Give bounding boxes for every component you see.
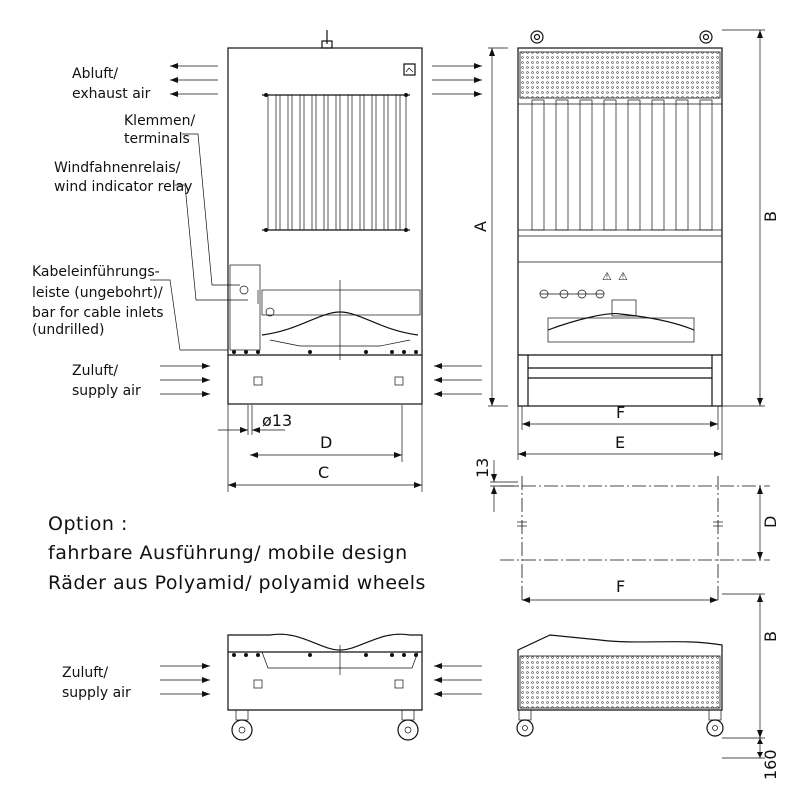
mobile-supply-arrows-right xyxy=(434,663,482,697)
option-title: Option : xyxy=(48,513,128,535)
front-filter-bank xyxy=(262,93,410,232)
dim-B-side: B xyxy=(761,211,780,222)
option-line-2: Räder aus Polyamid/ polyamid wheels xyxy=(48,572,426,594)
label-cable-2: leiste (ungebohrt)/ xyxy=(32,285,163,301)
label-supply-de: Zuluft/ xyxy=(72,363,118,379)
side-wheel-right xyxy=(706,709,724,737)
dim-D-plan: D xyxy=(761,516,780,528)
side-eyebolt-right xyxy=(699,30,713,44)
front-wheel-left xyxy=(231,709,253,741)
front-cable-bar xyxy=(261,289,421,316)
front-fan xyxy=(261,311,419,336)
front-eyebolt xyxy=(321,40,333,49)
dim-160: 160 xyxy=(761,749,780,780)
label-terminals-de: Klemmen/ xyxy=(124,113,195,129)
label-supply2-en: supply air xyxy=(62,685,131,701)
dim-13: 13 xyxy=(473,458,492,478)
front-foot-marker-right xyxy=(394,376,404,386)
warning-sign-2: ⚠ xyxy=(618,270,628,283)
dim-F-side: F xyxy=(616,403,625,422)
footprint-plan xyxy=(490,460,770,603)
supply-arrows-left xyxy=(160,363,210,397)
label-supply2-de: Zuluft/ xyxy=(62,665,108,681)
side-eyebolt-left xyxy=(530,30,544,44)
mobile-front-view xyxy=(160,633,482,741)
mobile-side-base xyxy=(517,634,723,711)
side-fan-frame xyxy=(547,317,695,343)
mobile-side-view xyxy=(516,593,765,759)
leader-terminals xyxy=(182,133,240,286)
dim-F-plan: F xyxy=(616,577,625,596)
label-terminals-en: terminals xyxy=(124,131,190,147)
dim-E: E xyxy=(615,433,625,452)
front-foot-marker-left xyxy=(253,376,263,386)
label-cable-4: (undrilled) xyxy=(32,322,104,338)
side-exhaust-grille xyxy=(519,51,721,99)
label-exhaust-en: exhaust air xyxy=(72,86,151,102)
dim-B-mobile: B xyxy=(761,631,780,642)
label-exhaust-de: Abluft/ xyxy=(72,66,118,82)
front-symbol-box xyxy=(403,63,416,76)
exhaust-arrows-right xyxy=(432,63,482,97)
dim-diameter: ø13 xyxy=(262,411,292,430)
label-cable-1: Kabeleinführungs- xyxy=(32,264,160,280)
mobile-front-base xyxy=(227,633,423,711)
label-relay-de: Windfahnenrelais/ xyxy=(54,160,181,176)
warning-sign-1: ⚠ xyxy=(602,270,612,283)
dim-A: A xyxy=(471,221,490,232)
leader-relay xyxy=(175,184,248,301)
exhaust-arrows-left xyxy=(170,63,218,97)
label-supply-en: supply air xyxy=(72,383,141,399)
side-view: ⚠ ⚠ xyxy=(488,29,765,460)
mobile-supply-arrows-left xyxy=(160,663,210,697)
front-wheel-right xyxy=(397,709,419,741)
front-terminal-box xyxy=(229,264,261,351)
side-housing xyxy=(517,47,723,407)
supply-arrows-right xyxy=(434,363,482,397)
mobile-side-grille xyxy=(519,655,721,709)
label-cable-3: bar for cable inlets xyxy=(32,305,164,321)
label-relay-en: wind indicator relay xyxy=(54,179,192,195)
side-controls xyxy=(539,289,605,299)
side-wheel-left xyxy=(516,709,534,737)
leader-cable-bar xyxy=(150,279,228,351)
front-view xyxy=(150,30,482,492)
dim-D-front: D xyxy=(320,433,332,452)
dim-C: C xyxy=(318,463,329,482)
option-line-1: fahrbare Ausführung/ mobile design xyxy=(48,542,408,564)
side-filter-bank xyxy=(518,99,722,263)
side-fan xyxy=(547,313,695,331)
